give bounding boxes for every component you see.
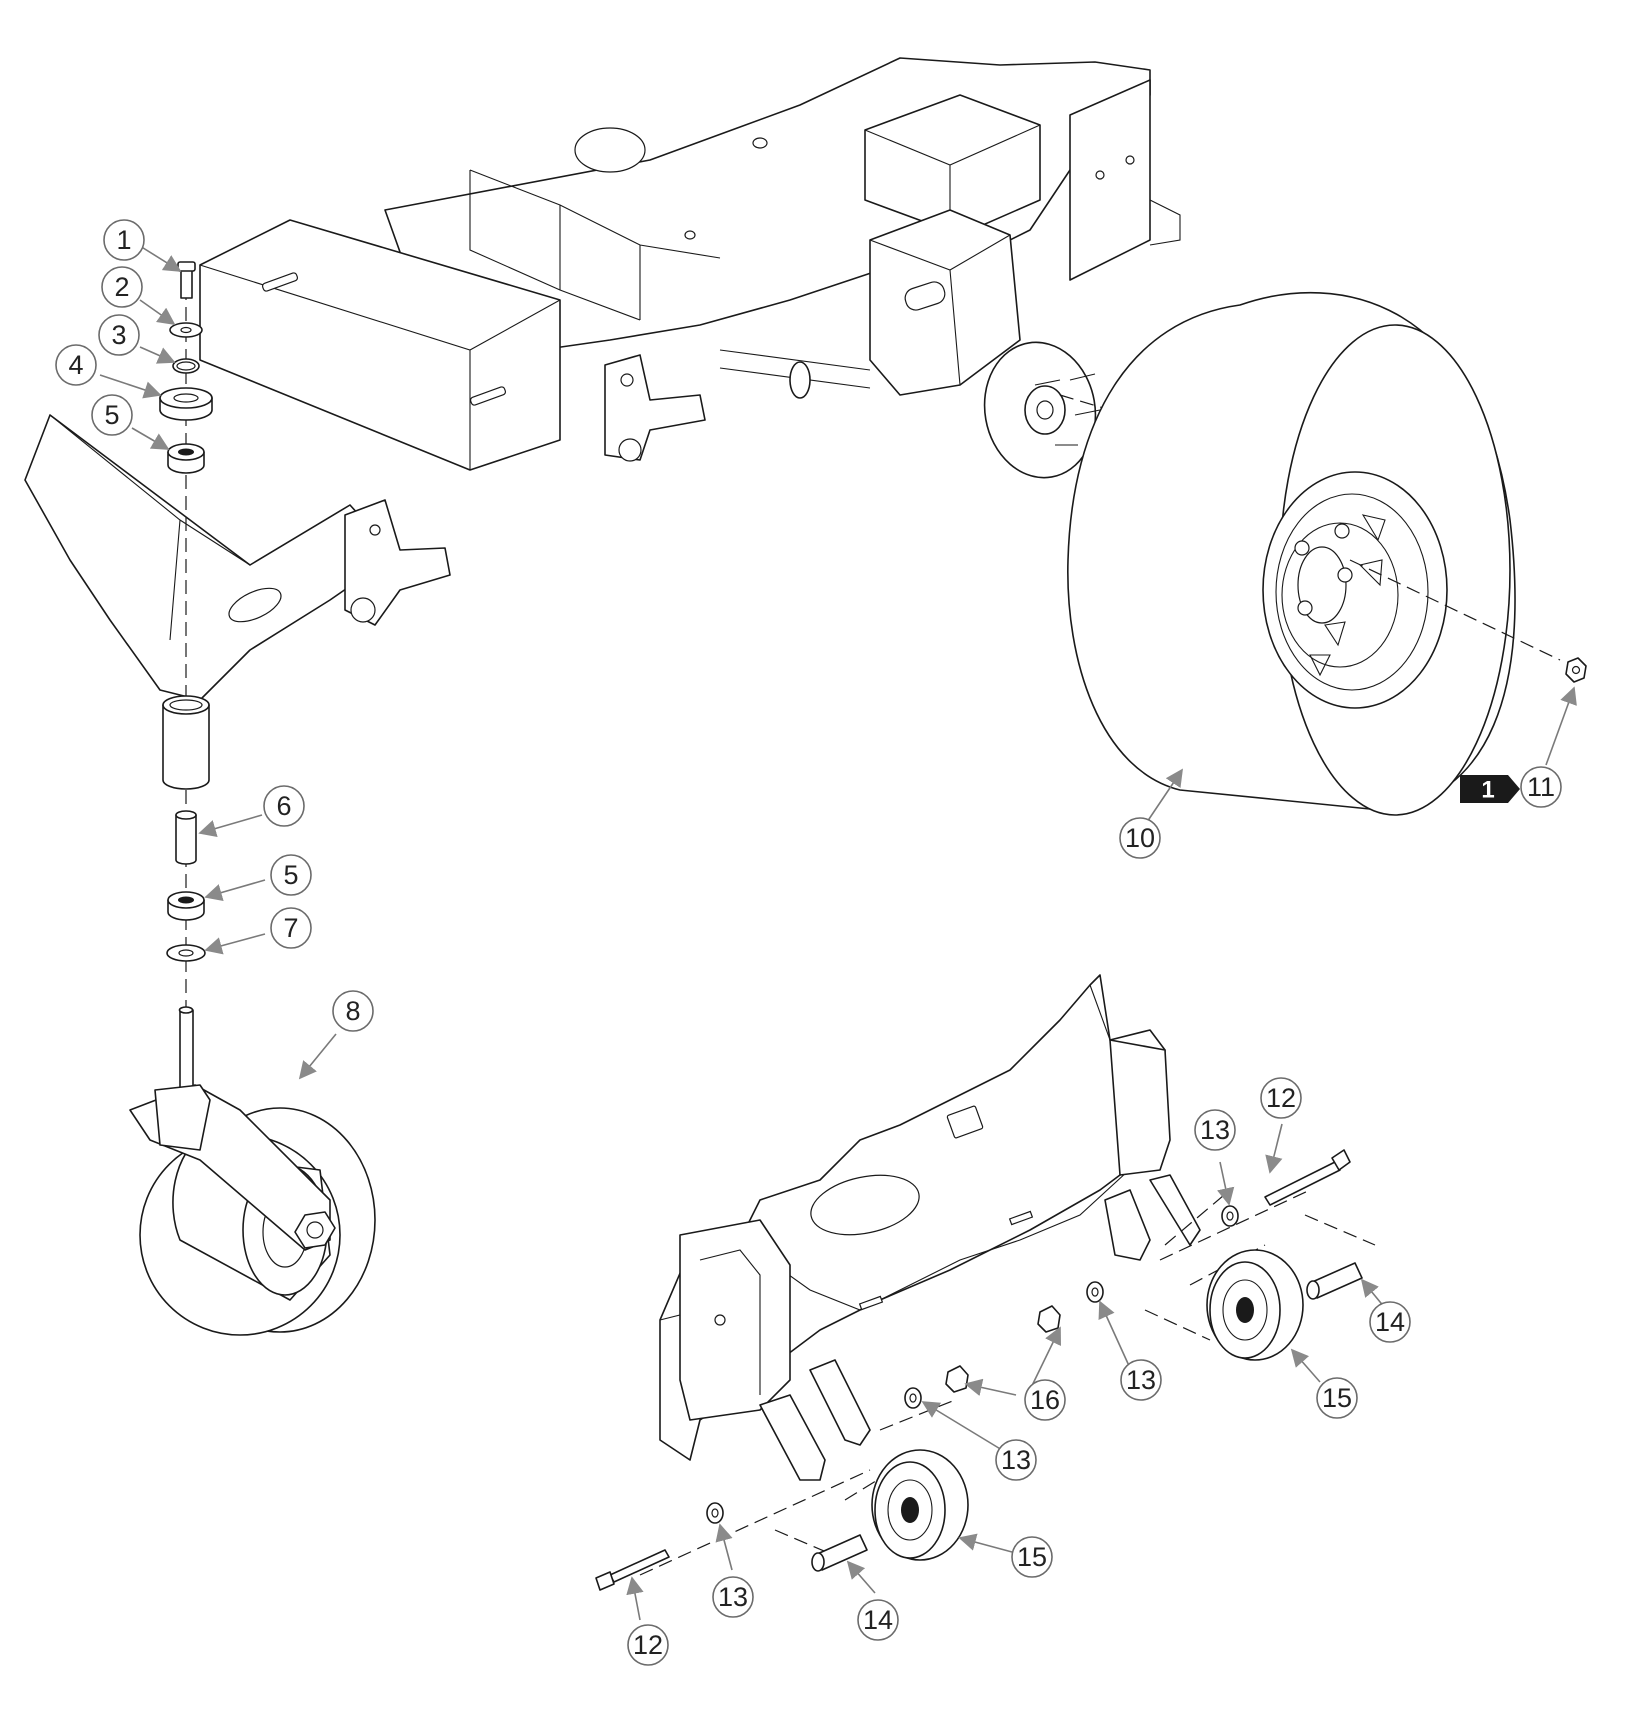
note-flag-label: 1 (1481, 777, 1494, 804)
callout-5-bottom-label: 5 (283, 860, 298, 890)
callout-13-c: 13 (995, 1439, 1037, 1481)
callout-11: 11 (1520, 766, 1562, 808)
callout-7-label: 7 (283, 913, 298, 943)
callout-6: 6 (263, 785, 305, 827)
washer-part-13-d (706, 1502, 724, 1524)
callout-8: 8 (332, 990, 374, 1032)
callout-5-top-label: 5 (104, 400, 119, 430)
main-frame (24, 57, 1181, 701)
roller-frame (659, 974, 1201, 1481)
callout-5-bottom: 5 (270, 854, 312, 896)
callout-1-label: 1 (116, 225, 131, 255)
callout-4: 4 (55, 344, 97, 386)
drive-wheel-part-10 (1059, 291, 1561, 816)
callout-12-left-label: 12 (633, 1630, 663, 1660)
callout-13-b-label: 13 (1126, 1365, 1156, 1395)
callout-3: 3 (98, 314, 140, 356)
callout-13-d-label: 13 (718, 1582, 748, 1612)
callout-15-right: 15 (1316, 1377, 1358, 1419)
bolt-part-1 (177, 261, 196, 299)
callout-3-label: 3 (111, 320, 126, 350)
washer-part-13-b (1086, 1281, 1104, 1303)
callout-1: 1 (103, 219, 145, 261)
callout-12-right: 12 (1260, 1077, 1302, 1119)
callout-15-left: 15 (1011, 1536, 1053, 1578)
callout-5-top: 5 (91, 394, 133, 436)
callout-6-label: 6 (276, 791, 291, 821)
callout-4-label: 4 (68, 350, 83, 380)
nut-part-16-b (945, 1365, 969, 1393)
lug-nut-part-11 (1565, 657, 1587, 683)
callout-12-left: 12 (627, 1624, 669, 1666)
callout-8-label: 8 (345, 996, 360, 1026)
callout-11-label: 11 (1527, 772, 1555, 802)
bearing-part-5-top (167, 443, 205, 474)
callout-16: 16 (1024, 1379, 1066, 1421)
bearing-part-5-bottom (167, 891, 205, 921)
washer-part-13-a (1221, 1205, 1239, 1227)
callout-14-left-label: 14 (863, 1605, 893, 1635)
callout-15-left-label: 15 (1017, 1542, 1047, 1572)
note-flag: 1 (1460, 775, 1520, 804)
nut-part-16-a (1037, 1305, 1061, 1333)
caster-wheel-part-8 (129, 1006, 376, 1336)
callout-2-label: 2 (114, 272, 129, 302)
callout-13-b: 13 (1120, 1359, 1162, 1401)
cap-part-4 (159, 387, 213, 421)
roller-part-15-right (1206, 1249, 1304, 1361)
callout-14-left: 14 (857, 1599, 899, 1641)
callout-16-label: 16 (1030, 1385, 1060, 1415)
pin-part-12-right (1264, 1149, 1351, 1206)
callout-13-d: 13 (712, 1576, 754, 1618)
pin-part-12-left (595, 1549, 670, 1591)
callout-10: 10 (1119, 817, 1161, 859)
callout-7: 7 (270, 907, 312, 949)
spacer-part-6 (175, 810, 197, 865)
callout-2: 2 (101, 266, 143, 308)
callout-13-a-label: 13 (1200, 1115, 1230, 1145)
sleeve-part-14-left (811, 1534, 868, 1572)
sleeve-part-14-right (1306, 1262, 1363, 1300)
callout-10-label: 10 (1125, 823, 1155, 853)
callout-12-right-label: 12 (1266, 1083, 1296, 1113)
callout-13-a: 13 (1194, 1109, 1236, 1151)
callout-14-right: 14 (1369, 1301, 1411, 1343)
callout-14-right-label: 14 (1375, 1307, 1405, 1337)
sleeve-tube (162, 695, 210, 790)
washer-part-2 (169, 322, 203, 338)
washer-part-7 (166, 944, 206, 962)
caster-stack (129, 261, 376, 1336)
roller-part-15-left (871, 1449, 969, 1561)
ring-part-3 (172, 358, 200, 374)
callout-15-right-label: 15 (1322, 1383, 1352, 1413)
callout-13-c-label: 13 (1001, 1445, 1031, 1475)
washer-part-13-c (904, 1387, 922, 1409)
